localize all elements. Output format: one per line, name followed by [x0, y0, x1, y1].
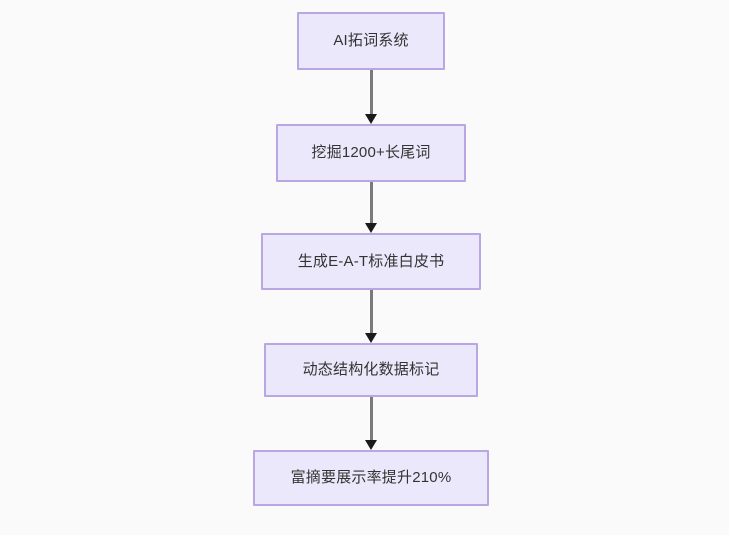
flow-node-generate-eat-whitepaper[interactable]: 生成E-A-T标准白皮书: [261, 233, 481, 290]
flow-node-mine-longtail-keywords[interactable]: 挖掘1200+长尾词: [276, 124, 466, 182]
connector-line: [369, 182, 373, 224]
flow-node-label: 富摘要展示率提升210%: [290, 469, 452, 486]
flow-node-label: 挖掘1200+长尾词: [311, 144, 431, 161]
arrowhead-icon: [365, 114, 377, 124]
connector-line: [369, 70, 373, 115]
arrowhead-icon: [365, 223, 377, 233]
arrowhead-icon: [365, 333, 377, 343]
connector-line: [369, 290, 373, 334]
flow-node-dynamic-structured-data-markup[interactable]: 动态结构化数据标记: [264, 343, 478, 397]
flow-node-rich-snippet-rate-increase[interactable]: 富摘要展示率提升210%: [253, 450, 489, 506]
flow-node-ai-keyword-system[interactable]: AI拓词系统: [297, 12, 445, 70]
flow-node-label: 动态结构化数据标记: [302, 361, 440, 378]
flow-node-label: 生成E-A-T标准白皮书: [297, 252, 445, 270]
flow-node-label: AI拓词系统: [333, 32, 409, 49]
arrowhead-icon: [365, 440, 377, 450]
connector-line: [369, 397, 373, 441]
